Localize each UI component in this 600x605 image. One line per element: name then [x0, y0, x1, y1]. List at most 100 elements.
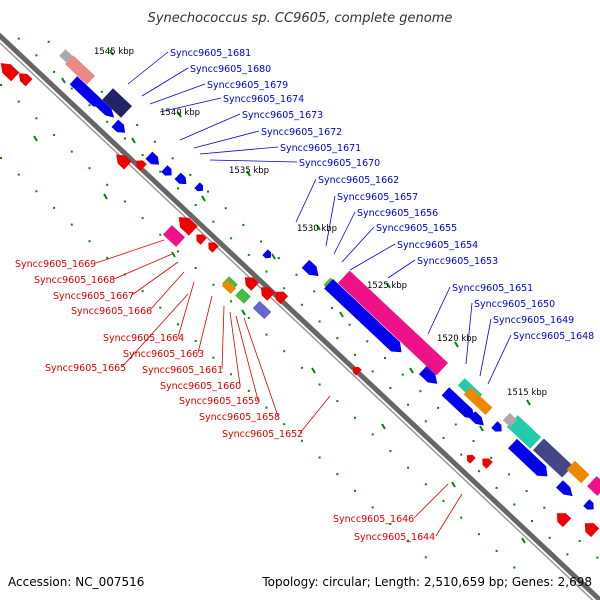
- gene-label: Syncc9605_1661: [142, 365, 223, 376]
- tick-dot: [442, 436, 445, 439]
- gene-block: [506, 415, 542, 449]
- forward-gene-arrow: [441, 387, 475, 419]
- tick-dot: [407, 403, 410, 406]
- tick-dot: [17, 100, 20, 103]
- tick-dot: [371, 370, 374, 373]
- scale-label: 1530 kbp: [297, 224, 337, 234]
- tick-dot: [247, 316, 250, 319]
- gene-block: [587, 476, 600, 496]
- forward-gene-arrow: [174, 172, 187, 185]
- gene-label: Syncc9605_1649: [493, 315, 574, 326]
- tick-dot: [596, 556, 599, 559]
- gene-label: Syncc9605_1664: [103, 333, 184, 344]
- gene-label: Syncc9605_1650: [474, 299, 555, 310]
- tick-dot: [159, 170, 162, 173]
- gene-label: Syncc9605_1668: [34, 275, 115, 286]
- reverse-gene-arrow: [18, 73, 33, 87]
- tick-dot: [318, 320, 321, 323]
- tick-major: [479, 425, 484, 432]
- tick-dot: [88, 240, 91, 243]
- reverse-gene-arrow: [116, 154, 132, 170]
- gene-block: [59, 49, 73, 63]
- gene-block: [221, 279, 237, 295]
- tick-dot: [354, 353, 356, 356]
- tick-major: [521, 537, 526, 544]
- tick-dot: [230, 300, 233, 303]
- gene-block: [502, 412, 518, 428]
- forward-gene-labels: Syncc9605_1681 Syncc9605_1680 Syncc9605_…: [170, 48, 594, 342]
- gene-label: Syncc9605_1681: [170, 48, 251, 59]
- tick-dot: [283, 350, 286, 353]
- tick-dot: [17, 173, 20, 176]
- tick-dot: [159, 306, 162, 309]
- tick-dot: [336, 337, 339, 340]
- leader-line: [299, 395, 331, 434]
- tick-dot: [35, 54, 38, 57]
- reverse-gene-arrow: [208, 242, 219, 253]
- leader-line: [235, 315, 259, 401]
- leader-line: [325, 195, 336, 247]
- gene-block: [102, 88, 132, 118]
- tick-dot: [477, 470, 480, 473]
- tick-dot: [207, 190, 209, 193]
- gene-label: Syncc9605_1657: [337, 192, 418, 203]
- tick-dot: [283, 287, 286, 290]
- gene-label: Syncc9605_1659: [179, 396, 260, 407]
- tick-dot: [88, 104, 91, 107]
- reverse-gene-arrow: [466, 454, 476, 464]
- tick-major: [61, 77, 66, 84]
- forward-gene-arrow: [418, 366, 438, 384]
- tick-dot: [513, 503, 516, 506]
- gene-label: Syncc9605_1648: [513, 331, 594, 342]
- leader-line: [221, 305, 225, 370]
- gene-block: [337, 270, 449, 376]
- leader-line: [209, 159, 298, 163]
- gene-features: [0, 49, 600, 538]
- tick-dot: [283, 423, 286, 426]
- tick-dot: [153, 140, 156, 143]
- tick-dot: [123, 200, 126, 203]
- genome-summary-text: Topology: circular; Length: 2,510,659 bp…: [261, 575, 592, 589]
- tick-dot: [265, 333, 268, 336]
- gene-label: Syncc9605_1670: [299, 158, 380, 169]
- tick-dot: [53, 70, 56, 73]
- tick-dot: [531, 520, 533, 523]
- tick-major: [316, 224, 321, 231]
- tick-dot: [407, 539, 410, 542]
- gene-block: [463, 387, 493, 415]
- forward-gene-arrow: [161, 165, 172, 176]
- tick-dot: [318, 383, 321, 386]
- tick-dot: [100, 90, 103, 93]
- scale-label: 1535 kbp: [229, 166, 269, 176]
- reverse-gene-arrow: [136, 160, 147, 171]
- tick-dot: [300, 366, 303, 369]
- gene-label: Syncc9605_1658: [199, 412, 280, 423]
- tick-dot: [265, 270, 268, 273]
- leader-line: [141, 67, 189, 97]
- tick-dot: [35, 117, 38, 120]
- reverse-gene-arrow: [244, 277, 259, 291]
- tick-dot: [354, 416, 356, 419]
- tick-dot: [106, 256, 109, 259]
- leader-line: [349, 243, 396, 271]
- backbone-inner: [0, 40, 600, 605]
- forward-gene-arrow: [491, 421, 502, 432]
- tick-dot: [194, 340, 197, 342]
- tick-marks: [0, 37, 599, 569]
- tick-dot: [543, 506, 546, 509]
- tick-dot: [454, 423, 457, 426]
- leader-line: [179, 113, 241, 141]
- tick-dot: [247, 253, 250, 256]
- forward-gene-arrow: [301, 259, 319, 277]
- tick-major: [171, 251, 176, 258]
- gene-block: [532, 438, 574, 478]
- gene-block: [235, 288, 251, 304]
- backbone-outer: [0, 32, 600, 604]
- tick-dot: [371, 506, 374, 509]
- scale-label: 1520 kbp: [437, 334, 477, 344]
- tick-dot: [136, 124, 139, 126]
- leader-line: [341, 226, 375, 263]
- gene-label: Syncc9605_1655: [376, 223, 457, 234]
- tick-dot: [513, 566, 516, 569]
